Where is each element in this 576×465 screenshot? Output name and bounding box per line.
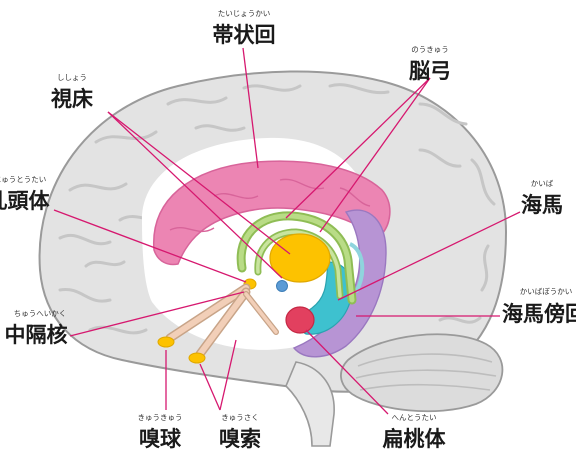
olfactory-system	[157, 283, 279, 364]
svg-text:嗅球: 嗅球	[139, 427, 182, 451]
svg-text:海馬傍回: 海馬傍回	[502, 302, 576, 326]
label-thalamus: ししょう 視床	[50, 73, 93, 111]
svg-text:帯状回: 帯状回	[213, 23, 276, 47]
svg-text:きゅうきゅう: きゅうきゅう	[138, 413, 183, 422]
leader-lines	[53, 47, 521, 415]
svg-text:かいばぼうかい: かいばぼうかい	[520, 287, 573, 296]
svg-text:ちゅうへいかく: ちゅうへいかく	[14, 309, 67, 318]
label-hippocampus: かいば 海馬	[521, 179, 563, 217]
label-fornix: のうきゅう 脳弓	[409, 45, 451, 83]
label-septal: ちゅうへいかく 中隔核	[5, 309, 68, 347]
svg-text:へんとうたい: へんとうたい	[392, 413, 437, 422]
svg-text:たいじょうかい: たいじょうかい	[218, 9, 271, 18]
olfactory-bulb-1	[157, 336, 175, 348]
label-bulb: きゅうきゅう 嗅球	[138, 413, 183, 451]
svg-text:きゅうさく: きゅうさく	[221, 413, 259, 422]
olfactory-bulb-2	[188, 352, 206, 364]
amygdala	[285, 306, 315, 334]
svg-text:視床: 視床	[50, 87, 93, 111]
hippocampus-tail	[348, 242, 365, 293]
cerebellum	[340, 333, 504, 413]
svg-text:ししょう: ししょう	[57, 73, 87, 82]
label-amygdala: へんとうたい 扁桃体	[383, 413, 447, 451]
label-mammillary: にゅうとうたい 乳頭体	[0, 175, 50, 213]
svg-text:中隔核: 中隔核	[5, 323, 68, 347]
svg-text:海馬: 海馬	[521, 193, 563, 217]
parahippocampal-gyrus	[292, 209, 387, 358]
thalamus	[269, 233, 331, 283]
svg-text:嗅索: 嗅索	[219, 427, 261, 451]
mammillary-body	[276, 280, 288, 292]
svg-text:乳頭体: 乳頭体	[0, 189, 50, 213]
svg-text:にゅうとうたい: にゅうとうたい	[0, 175, 46, 184]
fornix	[236, 211, 357, 305]
label-tract: きゅうさく 嗅索	[219, 413, 261, 451]
svg-text:扁桃体: 扁桃体	[383, 427, 447, 451]
svg-text:かいば: かいば	[531, 179, 554, 188]
brainstem	[285, 361, 335, 447]
svg-text:のうきゅう: のうきゅう	[411, 45, 449, 54]
svg-text:脳弓: 脳弓	[409, 59, 451, 83]
label-parahippocampal: かいばぼうかい 海馬傍回	[502, 287, 576, 326]
label-cingulate: たいじょうかい 帯状回	[213, 9, 276, 47]
